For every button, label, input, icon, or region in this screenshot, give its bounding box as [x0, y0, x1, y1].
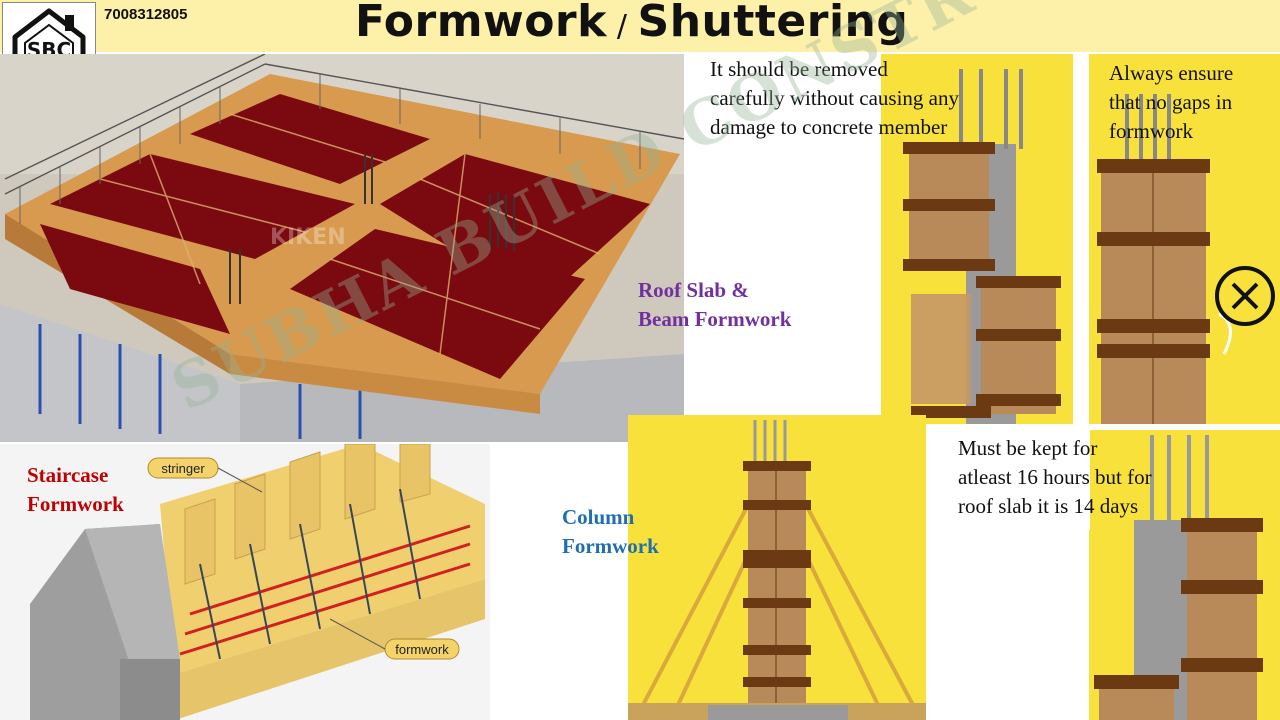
phone-number: 7008312805 — [104, 6, 188, 23]
column-formwork-image — [628, 415, 926, 720]
staircase-image: stringer formwork — [0, 444, 490, 720]
caption-staircase: Staircase Formwork — [27, 461, 124, 519]
note-line: Must be kept for — [958, 436, 1098, 460]
note-line: formwork — [1109, 119, 1193, 143]
caption-line: Column — [562, 505, 635, 529]
text-backdrop — [940, 430, 1090, 530]
formwork-label: formwork — [395, 642, 449, 657]
header-bar — [0, 0, 1280, 52]
column-kept-image — [1089, 430, 1280, 720]
page-title: Formwork / Shuttering — [355, 0, 908, 47]
caption-column: Column Formwork — [562, 503, 659, 561]
note-line: that no gaps in — [1109, 90, 1233, 114]
caption-line: Roof Slab & — [638, 278, 749, 302]
column-kept-illustration — [1089, 430, 1280, 720]
note-line: damage to concrete member — [710, 115, 948, 139]
x-circle-icon — [1215, 266, 1275, 326]
caption-line: Beam Formwork — [638, 307, 792, 331]
note-no-gaps: Always ensure that no gaps in formwork — [1109, 59, 1233, 146]
caption-line: Staircase — [27, 463, 109, 487]
note-line: carefully without causing any — [710, 86, 960, 110]
roof-slab-image: KIKEN — [0, 54, 684, 442]
column-removal-image — [881, 54, 1073, 424]
roof-watermark-text: KIKEN — [270, 225, 346, 250]
note-line: atleast 16 hours but for — [958, 465, 1152, 489]
note-line: It should be removed — [710, 57, 888, 81]
staircase-illustration: stringer formwork — [0, 444, 490, 720]
caption-roof-slab: Roof Slab & Beam Formwork — [638, 276, 791, 334]
title-separator: / — [616, 9, 628, 44]
column-removal-illustration — [881, 54, 1073, 424]
note-removal: It should be removed carefully without c… — [710, 55, 959, 142]
note-line: Always ensure — [1109, 61, 1234, 85]
title-formwork: Formwork — [355, 0, 607, 47]
stringer-label: stringer — [161, 461, 205, 476]
column-formwork-illustration — [628, 415, 926, 720]
column-no-gaps-image — [1089, 54, 1280, 424]
note-kept-duration: Must be kept for atleast 16 hours but fo… — [958, 434, 1152, 521]
caption-line: Formwork — [562, 534, 659, 558]
column-no-gaps-illustration — [1089, 54, 1280, 424]
roof-slab-illustration: KIKEN — [0, 54, 684, 442]
title-shuttering: Shuttering — [637, 0, 909, 47]
note-line: roof slab it is 14 days — [958, 494, 1139, 518]
caption-line: Formwork — [27, 492, 124, 516]
